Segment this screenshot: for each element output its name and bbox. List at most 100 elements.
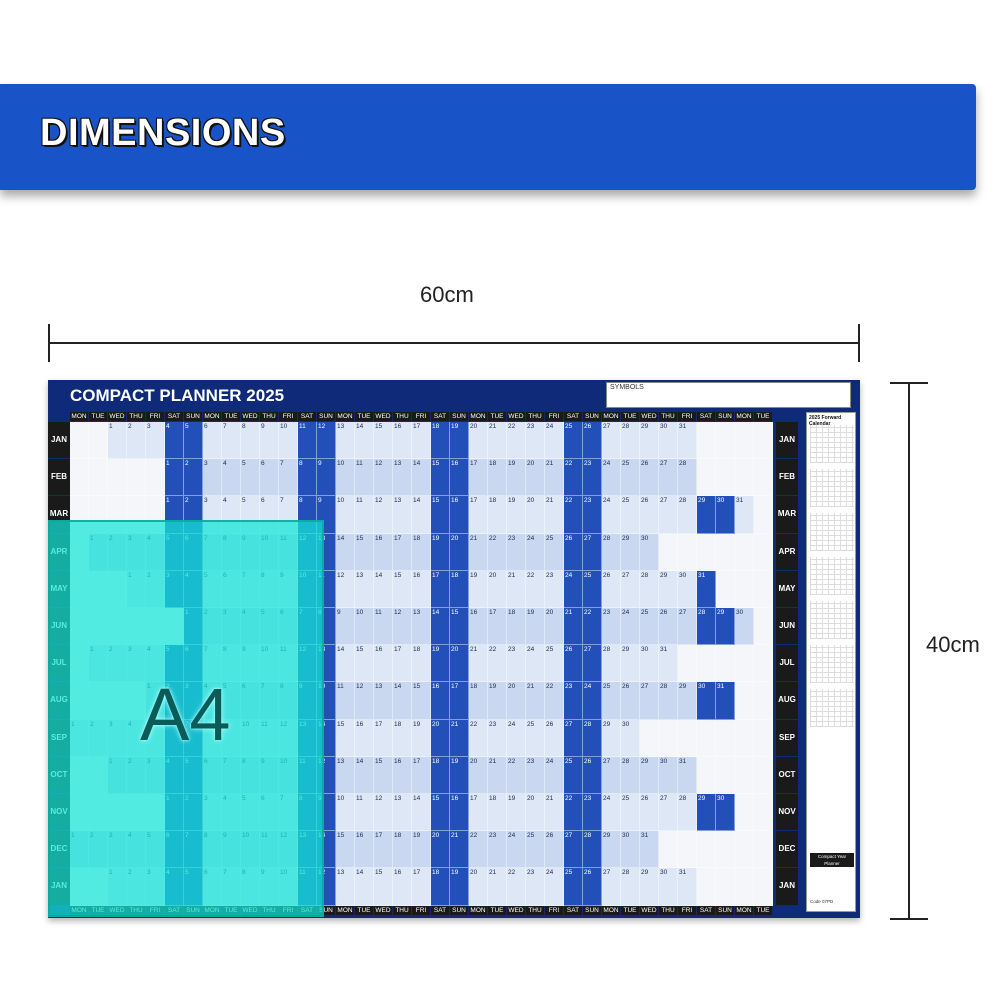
month-label: JAN (48, 422, 70, 459)
day-cell: 14 (336, 533, 355, 571)
day-cell: 27 (602, 422, 621, 460)
day-cell: 14 (393, 682, 412, 720)
day-cell: 14 (412, 794, 431, 832)
weekday-header: FRI (412, 905, 430, 915)
day-cell (735, 868, 754, 906)
day-cell: 27 (621, 570, 640, 608)
day-cell: 26 (640, 459, 659, 497)
day-cell (735, 645, 754, 683)
weekday-header: THU (393, 905, 411, 915)
day-cell: 27 (602, 756, 621, 794)
day-cell: 27 (659, 496, 678, 534)
day-cell (754, 719, 773, 757)
month-label-right: SEP (776, 719, 798, 756)
mini-calendar (810, 557, 854, 595)
day-cell: 17 (469, 459, 488, 497)
day-cell: 31 (735, 496, 754, 534)
month-label-right: OCT (776, 756, 798, 793)
day-cell: 27 (564, 719, 583, 757)
day-cell: 18 (393, 831, 412, 869)
day-cell: 15 (431, 459, 450, 497)
day-cell: 25 (526, 719, 545, 757)
width-tick-right (858, 324, 860, 362)
day-cell: 16 (450, 496, 469, 534)
day-cell (70, 422, 89, 460)
day-cell: 20 (450, 645, 469, 683)
day-cell: 26 (602, 570, 621, 608)
day-cell: 28 (678, 496, 697, 534)
day-cell: 2 (127, 422, 146, 460)
day-cell (735, 682, 754, 720)
day-cell: 17 (374, 719, 393, 757)
day-cell: 28 (621, 756, 640, 794)
day-cell: 9 (260, 422, 279, 460)
day-cell: 12 (317, 422, 336, 460)
day-cell: 17 (469, 496, 488, 534)
day-cell: 20 (507, 682, 526, 720)
day-cell: 19 (469, 570, 488, 608)
day-cell: 21 (507, 570, 526, 608)
day-cell: 24 (545, 868, 564, 906)
day-cell: 28 (583, 831, 602, 869)
day-cell: 30 (659, 868, 678, 906)
day-cell: 18 (488, 794, 507, 832)
day-cell: 25 (621, 496, 640, 534)
day-cell: 22 (564, 794, 583, 832)
weekday-header: FRI (545, 905, 563, 915)
day-cell: 29 (621, 645, 640, 683)
day-cell: 24 (602, 794, 621, 832)
day-cell: 10 (336, 496, 355, 534)
weekday-header: FRI (545, 412, 563, 421)
day-cell (127, 459, 146, 497)
height-dimension-line (908, 382, 910, 920)
mini-calendar (810, 601, 854, 639)
weekday-header: FRI (146, 412, 164, 421)
weekday-header: WED (640, 412, 658, 421)
day-cell: 20 (488, 570, 507, 608)
day-cell: 28 (602, 533, 621, 571)
day-cell (735, 533, 754, 571)
mini-calendar (810, 513, 854, 551)
weekday-header: THU (526, 412, 544, 421)
day-cell: 25 (602, 682, 621, 720)
day-cell: 28 (659, 682, 678, 720)
weekday-header: MON (469, 412, 487, 421)
weekday-header: SAT (165, 412, 183, 421)
weekday-header: SAT (431, 905, 449, 915)
day-cell: 15 (450, 608, 469, 646)
day-cell (735, 719, 754, 757)
day-cell (697, 719, 716, 757)
day-cell (754, 831, 773, 869)
day-cell: 16 (393, 868, 412, 906)
day-cell (735, 459, 754, 497)
day-cell: 16 (393, 422, 412, 460)
day-cell (754, 608, 773, 646)
day-cell: 13 (355, 570, 374, 608)
day-cell: 19 (507, 794, 526, 832)
weekday-header: MON (336, 412, 354, 421)
day-cell: 13 (393, 496, 412, 534)
weekday-header: WED (640, 905, 658, 915)
weekday-header: THU (260, 412, 278, 421)
weekday-header: TUE (488, 412, 506, 421)
day-cell: 19 (488, 682, 507, 720)
day-cell: 19 (507, 459, 526, 497)
day-cell: 25 (621, 459, 640, 497)
day-cell: 18 (393, 719, 412, 757)
day-cell: 20 (469, 422, 488, 460)
weekday-header: TUE (222, 412, 240, 421)
day-cell: 20 (526, 459, 545, 497)
day-cell (716, 831, 735, 869)
day-cell: 17 (412, 868, 431, 906)
weekday-header: THU (526, 905, 544, 915)
day-cell: 16 (412, 570, 431, 608)
weekday-header: SUN (317, 412, 335, 421)
day-cell: 29 (621, 533, 640, 571)
day-cell: 23 (602, 608, 621, 646)
day-cell: 11 (374, 608, 393, 646)
symbols-box: SYMBOLS (606, 382, 851, 408)
month-label-right: JAN (776, 422, 798, 459)
day-cell: 29 (716, 608, 735, 646)
day-cell: 14 (374, 570, 393, 608)
day-cell: 21 (450, 719, 469, 757)
